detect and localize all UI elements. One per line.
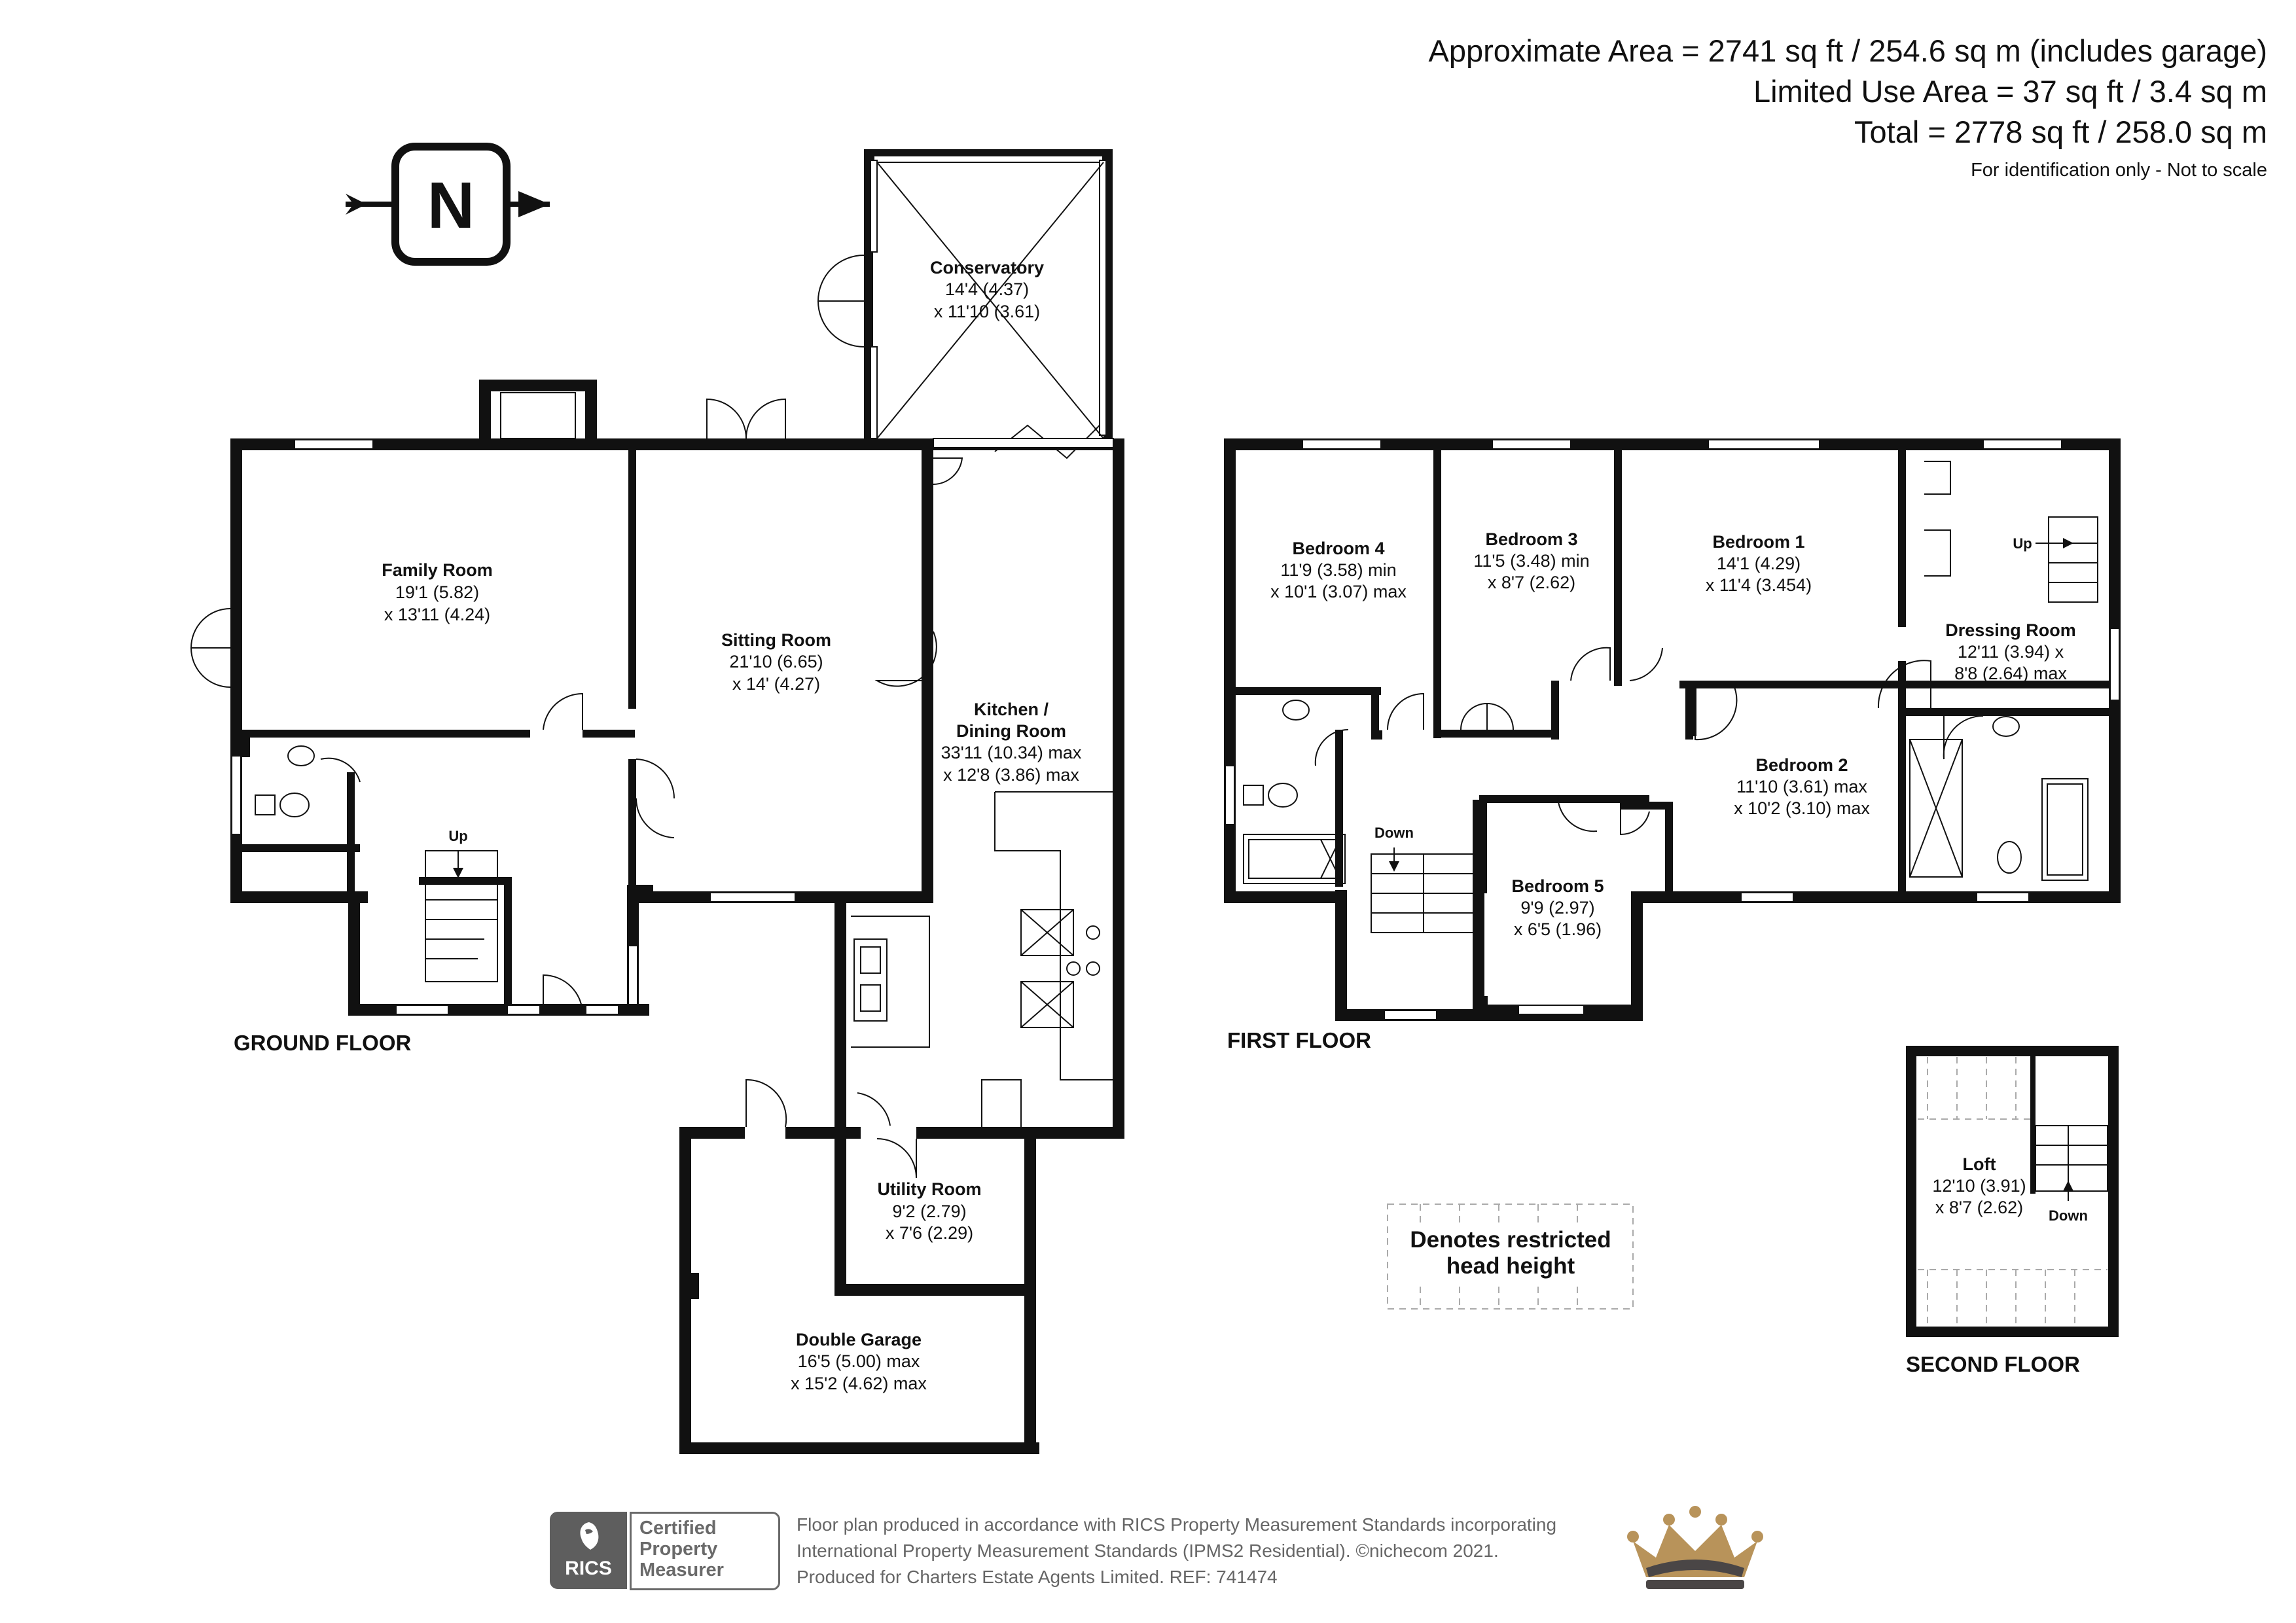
dressing-stairs-up-label: Up — [2013, 535, 2032, 552]
room-family-name: Family Room — [382, 560, 493, 580]
rics-certified-badge: RICS Certified Property Measurer — [550, 1512, 780, 1590]
room-family-dim1: 19'1 (5.82) — [395, 582, 479, 602]
rics-brand-text: RICS — [565, 1558, 612, 1579]
room-sitting-name: Sitting Room — [721, 630, 831, 650]
total-area: Total = 2778 sq ft / 258.0 sq m — [1854, 115, 2267, 149]
room-conservatory-dim1: 14'4 (4.37) — [945, 279, 1029, 299]
room-utility-dim2: x 7'6 (2.29) — [886, 1223, 973, 1243]
not-to-scale-note: For identification only - Not to scale — [1971, 160, 2267, 181]
ground-stairs-up-label: Up — [448, 828, 467, 844]
room-dressing: Dressing Room 12'11 (3.94) x 8'8 (2.64) … — [1945, 620, 2076, 683]
rics-cert-line3: Measurer — [639, 1560, 724, 1580]
room-dressing-dim1: 12'11 (3.94) x — [1958, 642, 2064, 662]
room-bed3-dim2: x 8'7 (2.62) — [1488, 573, 1575, 592]
footer-line3: Produced for Charters Estate Agents Limi… — [797, 1567, 1278, 1587]
room-utility-name: Utility Room — [878, 1179, 982, 1199]
room-kitchen-dim2: x 12'8 (3.86) max — [943, 765, 1079, 785]
room-bed4: Bedroom 4 11'9 (3.58) min x 10'1 (3.07) … — [1270, 539, 1407, 601]
room-bed3: Bedroom 3 11'5 (3.48) min x 8'7 (2.62) — [1473, 529, 1589, 592]
room-loft-dim2: x 8'7 (2.62) — [1935, 1198, 2023, 1217]
room-bed2-name: Bedroom 2 — [1755, 755, 1848, 775]
room-bed1-name: Bedroom 1 — [1712, 532, 1804, 552]
room-garage-name: Double Garage — [796, 1330, 922, 1349]
compass-letter: N — [427, 169, 475, 242]
room-bed5-name: Bedroom 5 — [1511, 876, 1604, 896]
room-bed1-dim1: 14'1 (4.29) — [1717, 554, 1801, 573]
room-garage: Double Garage 16'5 (5.00) max x 15'2 (4.… — [791, 1330, 927, 1393]
second-floor-plan: Down — [1906, 1046, 2119, 1337]
first-stairs-down-label: Down — [1374, 825, 1414, 841]
room-bed3-name: Bedroom 3 — [1485, 529, 1577, 549]
room-bed1: Bedroom 1 14'1 (4.29) x 11'4 (3.454) — [1706, 532, 1812, 595]
room-bed1-dim2: x 11'4 (3.454) — [1706, 575, 1812, 595]
room-bed5-dim1: 9'9 (2.97) — [1520, 898, 1594, 918]
room-bed4-name: Bedroom 4 — [1292, 539, 1384, 558]
room-sitting: Sitting Room 21'10 (6.65) x 14' (4.27) — [721, 630, 831, 694]
approximate-area: Approximate Area = 2741 sq ft / 254.6 sq… — [1428, 33, 2267, 68]
room-utility-dim1: 9'2 (2.79) — [892, 1202, 966, 1221]
rics-cert-line2: Property — [639, 1539, 718, 1560]
room-loft-name: Loft — [1963, 1154, 1996, 1174]
room-kitchen-name1: Kitchen / — [974, 700, 1049, 719]
room-kitchen-dim1: 33'11 (10.34) max — [941, 743, 1082, 762]
room-sitting-dim2: x 14' (4.27) — [732, 674, 820, 694]
room-family-dim2: x 13'11 (4.24) — [384, 605, 490, 624]
limited-use-area: Limited Use Area = 37 sq ft / 3.4 sq m — [1753, 74, 2267, 109]
room-family: Family Room 19'1 (5.82) x 13'11 (4.24) — [382, 560, 493, 624]
room-bed5: Bedroom 5 9'9 (2.97) x 6'5 (1.96) — [1511, 876, 1604, 939]
room-bed4-dim1: 11'9 (3.58) min — [1280, 560, 1396, 580]
compass-icon: N — [346, 143, 550, 266]
restricted-height-legend: Denotes restricted head height — [1387, 1204, 1634, 1310]
footer-line2: International Property Measurement Stand… — [797, 1541, 1499, 1561]
legend-line1: Denotes restricted — [1410, 1227, 1611, 1253]
room-dressing-dim2: 8'8 (2.64) max — [1954, 664, 2067, 683]
floor-label-first: FIRST FLOOR — [1227, 1028, 1371, 1052]
rics-cert-box: Certified Property Measurer — [630, 1512, 780, 1590]
rics-cert-line1: Certified — [639, 1518, 717, 1539]
footer-disclaimer: Floor plan produced in accordance with R… — [797, 1512, 1556, 1590]
room-dressing-name: Dressing Room — [1945, 620, 2076, 640]
room-garage-dim1: 16'5 (5.00) max — [798, 1351, 920, 1371]
room-kitchen-name2: Dining Room — [956, 721, 1066, 741]
loft-stairs-down-label: Down — [2049, 1207, 2088, 1224]
crown-logo-icon — [1627, 1506, 1763, 1589]
room-kitchen: Kitchen / Dining Room 33'11 (10.34) max … — [941, 700, 1082, 785]
ground-stairs: Up — [425, 828, 498, 982]
ground-floor-plan: Up — [190, 149, 1124, 1454]
footer-line1: Floor plan produced in accordance with R… — [797, 1514, 1557, 1535]
room-garage-dim2: x 15'2 (4.62) max — [791, 1374, 927, 1393]
first-floor-plan: Up Down — [1224, 438, 2121, 1021]
room-conservatory: Conservatory 14'4 (4.37) x 11'10 (3.61) — [930, 258, 1044, 321]
room-bed2-dim1: 11'10 (3.61) max — [1736, 777, 1867, 796]
legend-line2: head height — [1446, 1253, 1575, 1279]
first-floor-stairs: Down — [1371, 825, 1477, 933]
room-loft-dim1: 12'10 (3.91) — [1932, 1176, 2026, 1196]
rics-logo: RICS — [550, 1512, 627, 1589]
room-conservatory-dim2: x 11'10 (3.61) — [934, 302, 1040, 321]
room-utility: Utility Room 9'2 (2.79) x 7'6 (2.29) — [878, 1179, 982, 1243]
floor-label-ground: GROUND FLOOR — [234, 1031, 412, 1055]
room-bed2-dim2: x 10'2 (3.10) max — [1734, 798, 1870, 818]
room-bed4-dim2: x 10'1 (3.07) max — [1270, 582, 1407, 601]
rics-lion-icon — [580, 1522, 599, 1550]
room-bed2: Bedroom 2 11'10 (3.61) max x 10'2 (3.10)… — [1734, 755, 1870, 818]
floor-label-second: SECOND FLOOR — [1906, 1352, 2080, 1376]
room-loft: Loft 12'10 (3.91) x 8'7 (2.62) — [1932, 1154, 2026, 1217]
room-sitting-dim1: 21'10 (6.65) — [729, 652, 823, 671]
room-conservatory-name: Conservatory — [930, 258, 1044, 277]
room-bed3-dim1: 11'5 (3.48) min — [1473, 551, 1589, 571]
room-bed5-dim2: x 6'5 (1.96) — [1514, 919, 1602, 939]
